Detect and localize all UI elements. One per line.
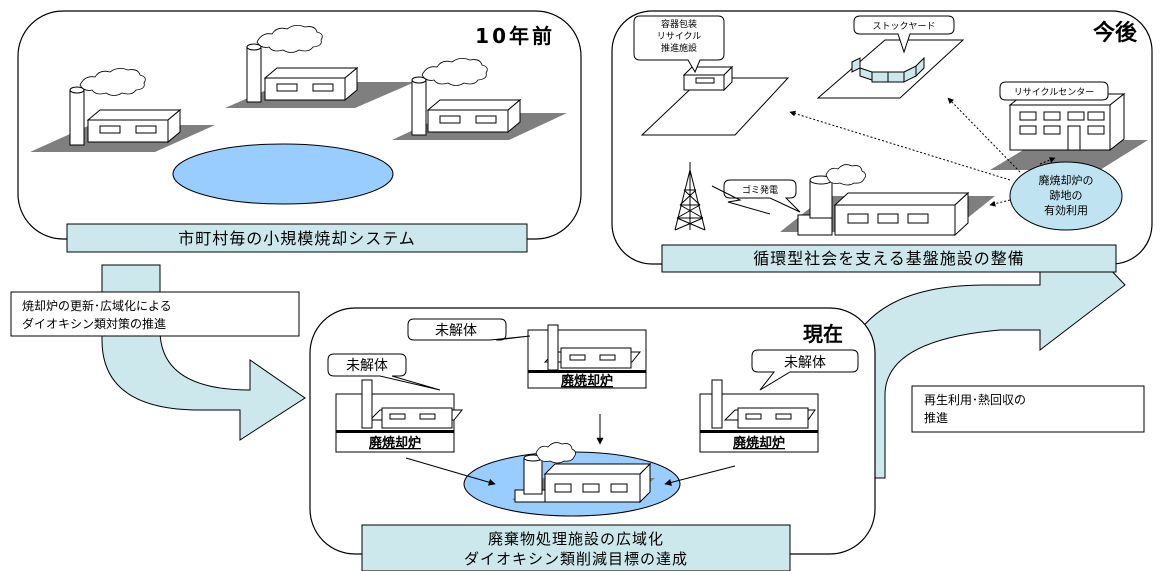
factory-icon [225, 25, 415, 108]
arrow-left-label: 焼却炉の更新･広域化による ダイオキシン類対策の推進 [10, 291, 300, 337]
label-stockyard: ストックヤード [872, 21, 935, 32]
lightning-bolt [711, 185, 771, 215]
panel-past-title: 10年前 [475, 24, 555, 48]
new-facility-icon [512, 442, 655, 504]
arrow-right-text-line1: 再生利用･熱回収の [924, 393, 1026, 407]
label-old-incinerator: 廃焼却炉 [560, 373, 613, 389]
label-power: ゴミ発電 [742, 184, 778, 196]
panel-present-caption-line1: 廃棄物処理施設の広域化 [488, 530, 664, 548]
panel-present-caption-line2: ダイオキシン類削減目標の達成 [464, 550, 688, 568]
label-packaging-line2: リサイクル [657, 31, 702, 42]
panel-future: 今後 容器包装 リサイクル 推進施設 ストックヤード [611, 10, 1153, 273]
site-plane [816, 39, 965, 99]
panel-future-title: 今後 [1093, 20, 1138, 46]
label-packaging-line1: 容器包装 [661, 18, 697, 30]
panel-present: 現在 廃焼却炉 未解体 廃焼却炉 未解体 [309, 307, 876, 571]
callout-power [723, 179, 801, 213]
factory-icon [30, 68, 215, 152]
arrow-right-label: 再生利用･熱回収の 推進 [911, 385, 1145, 433]
panel-present-title: 現在 [803, 322, 843, 346]
callout-stockyard [853, 15, 955, 54]
panel-past-caption: 市町村毎の小規模焼却システム [178, 229, 416, 248]
callout-undismantled [327, 353, 441, 391]
callout-recycle-center [999, 81, 1109, 101]
label-site-use-line2: 跡地の [1050, 188, 1083, 202]
label-site-use-line1: 廃焼却炉の [1039, 173, 1094, 187]
label-old-incinerator: 廃焼却炉 [368, 435, 421, 451]
transmission-tower-icon [674, 162, 706, 231]
arrow-right-text-line2: 推進 [924, 411, 948, 425]
callout-undismantled [407, 318, 531, 341]
packaging-facility-icon [682, 65, 734, 92]
arrow-connector [405, 457, 496, 486]
callout-packaging [633, 15, 725, 74]
dotted-arrows [789, 97, 1056, 207]
arrow-left-text-line1: 焼却炉の更新･広域化による [22, 298, 172, 313]
callout-undismantled [751, 349, 859, 391]
arrow-connector [664, 465, 736, 486]
label-old-incinerator: 廃焼却炉 [732, 435, 785, 451]
site-plane [640, 77, 790, 136]
old-incinerator-icon: 廃焼却炉 [527, 324, 647, 389]
old-incinerator-icon: 廃焼却炉 [335, 379, 464, 453]
old-incinerator-icon: 廃焼却炉 [699, 379, 819, 453]
stockyard-icon [851, 56, 925, 83]
pond [172, 143, 394, 205]
label-undismantled: 未解体 [435, 323, 477, 339]
arrow-left-text-line2: ダイオキシン類対策の推進 [22, 316, 166, 331]
label-recycle-center: リサイクルセンター [1014, 87, 1095, 98]
recycle-center-icon [1008, 92, 1126, 152]
label-undismantled: 未解体 [784, 355, 826, 371]
power-plant-icon [797, 164, 970, 237]
label-site-use-line3: 有効利用 [1044, 203, 1088, 217]
panel-future-caption: 循環型社会を支える基盤施設の整備 [753, 249, 1025, 268]
factory-icon [392, 58, 567, 140]
site-reuse-circle [1009, 161, 1123, 231]
panel-past: 10年前 [17, 10, 582, 253]
label-packaging-line3: 推進施設 [661, 42, 697, 54]
label-undismantled: 未解体 [346, 358, 388, 374]
big-arrow-left-curved [101, 264, 306, 441]
